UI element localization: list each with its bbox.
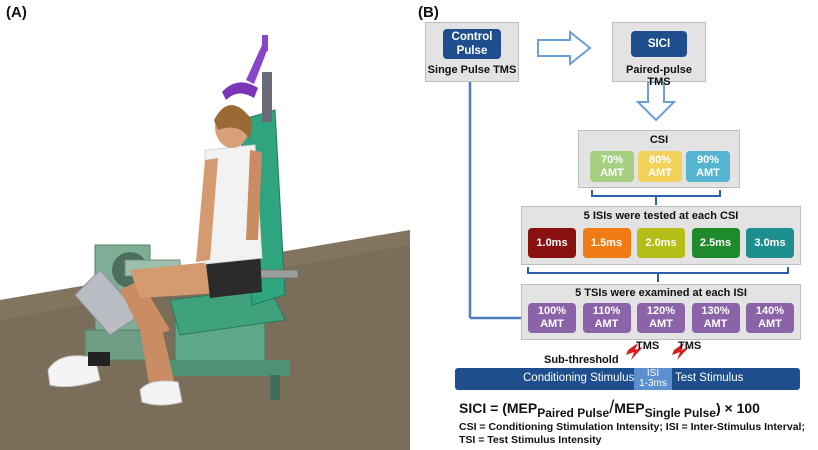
csi-tile: 70%AMT [590,151,634,182]
tsi-tile-unit: AMT [703,318,728,330]
test-stimulus-label: Test Stimulus [675,372,744,384]
control-line2: Pulse [456,45,488,57]
tsi-tile-value: 120% [646,305,676,317]
shoe-right [139,380,183,406]
stimulus-timeline: Conditioning Stimulus ISI 1-3ms Test Sti… [455,368,800,390]
csi-title: CSI [649,134,669,146]
isi-tile: 2.5ms [691,228,740,258]
sici-caption: Paired-pulse TMS [625,64,693,88]
sici-box: SICI Paired-pulse TMS [612,22,706,88]
control-caption: Singe Pulse TMS [427,64,517,76]
panel-b-label: (B) [418,4,439,21]
footnote: CSI = Conditioning Stimulation Intensity… [459,421,814,447]
subthreshold-label: Sub-threshold [544,354,619,366]
csi-tile-value: 80% [648,153,672,166]
control-pulse-button: Control Pulse [443,29,501,59]
hair [214,105,252,140]
tsi-tile: 140%AMT [746,303,794,333]
footnote-line1: CSI = Conditioning Stimulation Intensity… [459,421,805,433]
tsi-tile-value: 130% [701,305,730,317]
csi-tile-value: 70% [600,153,624,166]
formula-denominator-sub: Single Pulse [644,405,716,420]
down-arrow-icon [635,81,677,122]
control-line1: Control [451,31,493,43]
isi-tile-label: 2.0ms [645,236,677,249]
isi-tile: 3.0ms [746,228,794,258]
tsi-tile-unit: AMT [758,318,782,330]
tsi-box: 5 TSIs were examined at each ISI 100%AMT… [521,284,801,340]
lightning-icon [626,343,643,360]
flow-connectors [468,29,789,360]
tsi-tile: 120%AMT [637,303,685,333]
formula-mep2: MEP [614,400,645,416]
csi-tile: 90%AMT [686,151,730,182]
formula-close: ) × 100 [715,400,760,416]
isi-title: 5 ISIs were tested at each CSI [583,210,739,222]
isi-tile: 1.5ms [582,228,631,258]
formula-numerator-sub: Paired Pulse [537,405,610,420]
isi-tile-label: 1.0ms [536,236,568,249]
tsi-tile: 110%AMT [582,303,631,333]
isi-box: 5 ISIs were tested at each CSI 1.0ms 1.5m… [521,206,801,265]
isi-tile-label: 3.0ms [754,236,786,249]
sici-button: SICI [631,31,687,57]
shoe-left [47,355,101,388]
isi-interval-label: ISI [646,368,660,379]
panel-a-label: (A) [6,4,27,21]
csi-tile-value: 90% [696,153,720,166]
tsi-title: 5 TSIs were examined at each ISI [575,287,747,299]
csi-tile-unit: AMT [648,166,672,179]
tms-setup-illustration [0,35,410,450]
sici-formula: SICI = (MEPPaired Pulse/MEPSingle Pulse)… [459,397,760,420]
isi-tile: 2.0ms [637,228,685,258]
tsi-tile: 100%AMT [528,303,576,333]
tms-label-1: TMS [636,340,660,352]
csi-tile-unit: AMT [696,166,720,179]
conditioning-stimulus-label: Conditioning Stimulus [523,372,635,384]
tsi-tile-unit: AMT [540,318,564,330]
tsi-tile-unit: AMT [594,318,619,330]
formula-prefix: SICI = [459,400,503,416]
tms-coil [222,82,258,100]
tms-label-2: TMS [678,340,702,352]
isi-tile-label: 1.5ms [590,236,623,249]
right-arrow-icon [537,29,592,67]
csi-tile-unit: AMT [600,166,624,179]
isi-tile: 1.0ms [528,228,576,258]
footnote-line2: TSI = Test Stimulus Intensity [459,434,602,446]
isi-interval-value: 1-3ms [639,378,667,389]
isi-tile-label: 2.5ms [699,236,732,249]
formula-open: (MEP [502,400,538,416]
tsi-tile-value: 100% [537,305,567,317]
formula-slash: / [609,397,615,417]
tsi-tile-value: 110% [592,305,621,317]
tsi-tile-value: 140% [755,305,785,317]
tsi-tile-unit: AMT [649,318,673,330]
control-pulse-box: Control Pulse Singe Pulse TMS [425,22,519,82]
isi-interval: ISI 1-3ms [634,368,672,390]
lightning-icon [672,343,689,360]
tsi-tile: 130%AMT [691,303,740,333]
csi-tile: 80%AMT [638,151,682,182]
